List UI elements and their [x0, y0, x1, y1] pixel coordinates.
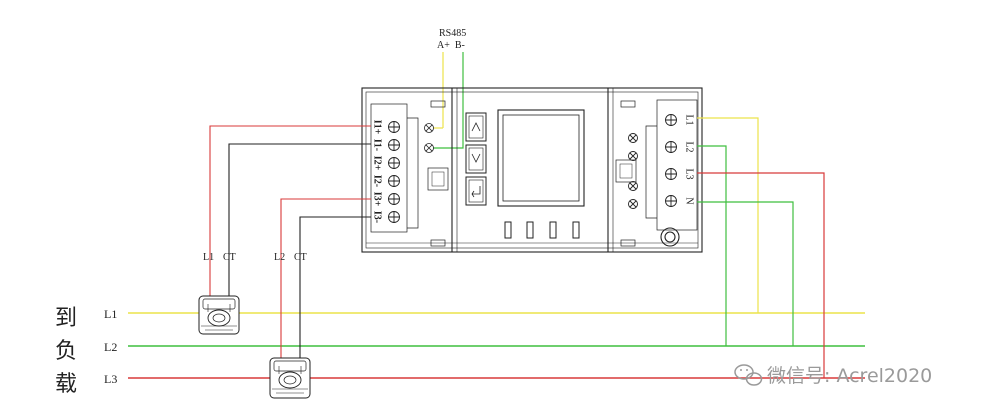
terminal-label-i3-plus: I3+ — [372, 192, 383, 207]
up-button[interactable] — [465, 112, 487, 142]
terminal-label-l3: L3 — [684, 168, 695, 179]
ct1-line-label: L1 — [203, 252, 214, 263]
watermark: 微信号: Acrel2020 — [734, 364, 932, 387]
ct2-wire-black — [299, 216, 371, 362]
ct2-line-label: L2 — [274, 252, 285, 263]
voltage-wire-l3 — [697, 172, 825, 378]
current-transformer-1 — [198, 295, 240, 335]
down-button[interactable] — [465, 144, 487, 174]
terminal-label-n: N — [684, 197, 695, 204]
rs485-pins-label: A+ B- — [437, 40, 465, 51]
rs485-terminal-screws — [424, 123, 434, 153]
bus-label-l1: L1 — [104, 307, 117, 321]
current-transformer-2 — [269, 357, 311, 399]
return-arrow-icon — [471, 186, 481, 198]
left-terminal-screws — [388, 121, 400, 223]
energy-meter — [361, 87, 703, 253]
ct1-wire-black — [228, 143, 371, 300]
enter-button[interactable] — [465, 176, 487, 206]
right-terminal-screws — [628, 114, 677, 209]
terminal-label-i1-minus: I1- — [372, 139, 383, 151]
bus-label-l3: L3 — [104, 372, 117, 386]
lcd-display — [497, 109, 585, 207]
terminal-label-l1: L1 — [684, 114, 695, 125]
watermark-text: 微信号: Acrel2020 — [767, 365, 932, 387]
load-caption-char-2: 负 — [55, 339, 77, 364]
indicator-slots — [504, 221, 580, 239]
load-caption-char-1: 到 — [55, 306, 77, 331]
terminal-label-i2-plus: I2+ — [372, 156, 383, 171]
load-caption-char-3: 载 — [55, 372, 77, 397]
ct2-ct-label: CT — [294, 252, 307, 263]
chevron-down-icon — [471, 153, 481, 163]
wechat-icon — [734, 364, 763, 386]
voltage-wire-l2 — [697, 145, 727, 346]
terminal-label-i1-plus: I1+ — [372, 120, 383, 135]
bus-label-l2: L2 — [104, 340, 117, 354]
rs485-label: RS485 — [439, 28, 466, 39]
voltage-wire-l1 — [697, 117, 759, 313]
voltage-wire-n — [697, 201, 794, 346]
terminal-label-i3-minus: I3- — [372, 211, 383, 223]
chevron-up-icon — [471, 122, 481, 132]
terminal-label-l2: L2 — [684, 141, 695, 152]
ct1-wire-red — [209, 125, 371, 300]
terminal-label-i2-minus: I2- — [372, 175, 383, 187]
lcd-screen — [502, 114, 580, 202]
rs485-b-wire — [433, 52, 464, 149]
ct1-ct-label: CT — [223, 252, 236, 263]
ct2-wire-red — [280, 198, 371, 362]
